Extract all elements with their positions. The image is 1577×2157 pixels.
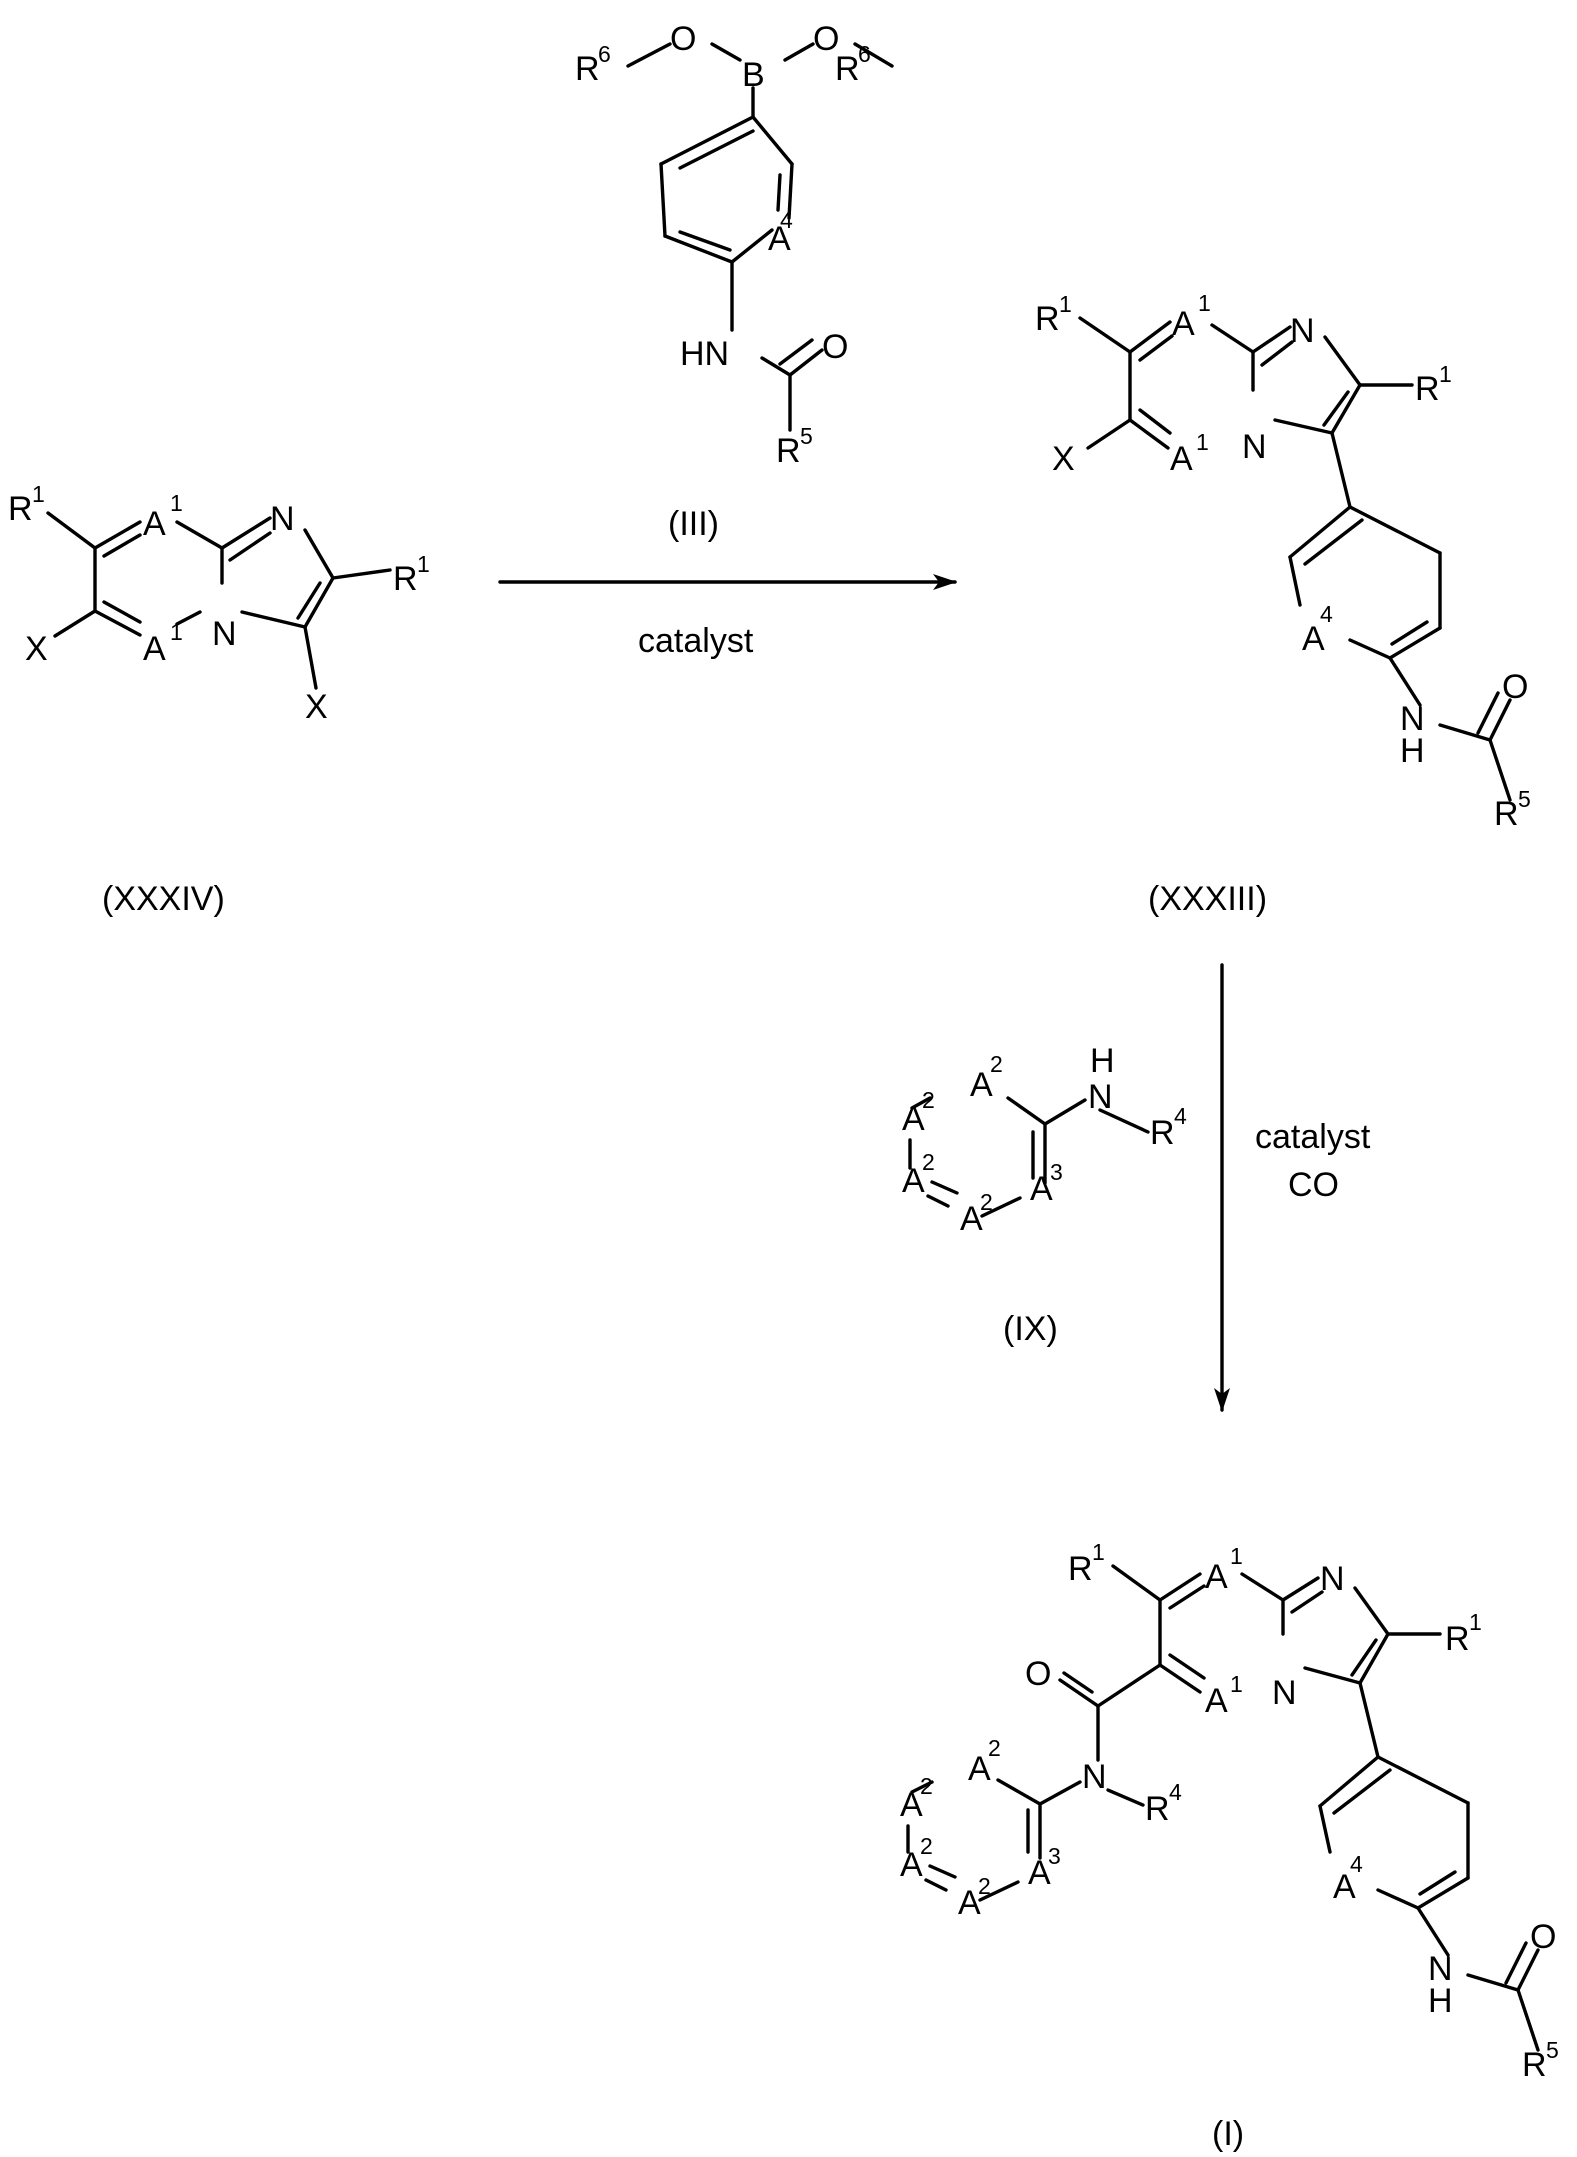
atom-a1-e-top: A	[1205, 1558, 1228, 1596]
sup-a2-e-1: 2	[988, 1735, 1001, 1761]
sup-a1-c-bottom: 1	[1196, 429, 1209, 455]
compound-ix-label: (IX)	[1003, 1310, 1058, 1348]
atom-n-c-bridge: N	[1242, 428, 1267, 466]
atom-b: B	[742, 56, 765, 94]
atom-a1-top: A	[143, 505, 166, 543]
compound-i-label: (I)	[1212, 2115, 1244, 2153]
atom-r1-b: R	[393, 560, 418, 598]
sup-a1-top: 1	[170, 490, 183, 516]
sup-a4-c: 4	[1320, 601, 1333, 627]
arrow-2-condition-catalyst: catalyst	[1255, 1118, 1371, 1156]
sup-r5: 5	[800, 423, 813, 449]
atom-n-e-amide: N	[1082, 1758, 1107, 1796]
atom-n-ix: N	[1088, 1078, 1113, 1116]
sup-a2-e-2: 2	[920, 1773, 933, 1799]
atom-r1-c: R	[1035, 300, 1060, 338]
compound-xxxiii-atoms: R 1 A 1 N R 1 X A 1 N A 4 N H O R 5	[1035, 290, 1531, 833]
atom-r6-left: R	[575, 50, 600, 88]
atom-r1-a: R	[8, 490, 33, 528]
compound-iii-structure	[628, 44, 892, 430]
sup-r1-d: 1	[1439, 361, 1452, 387]
atom-h-c-amide: H	[1400, 732, 1425, 770]
atom-x-c: X	[1052, 440, 1075, 478]
atom-r6-right: R	[835, 50, 860, 88]
sup-r4-ix: 4	[1174, 1103, 1187, 1129]
sup-r6-right: 6	[858, 41, 871, 67]
compound-xxxiii-structure	[1080, 318, 1510, 800]
atom-r5-c: R	[1494, 795, 1519, 833]
atom-r5: R	[776, 432, 801, 470]
compound-xxxiii-label: (XXXIII)	[1148, 880, 1267, 918]
sup-a2-e-4: 2	[978, 1873, 991, 1899]
atom-r4-ix: R	[1150, 1114, 1175, 1152]
atom-n-e-bridge: N	[1272, 1674, 1297, 1712]
sup-r5-e: 5	[1546, 2037, 1559, 2063]
atom-o-left: O	[670, 20, 696, 58]
atom-r1-d: R	[1415, 370, 1440, 408]
sup-r1-a: 1	[32, 481, 45, 507]
sup-a4: 4	[780, 207, 793, 233]
arrow-1-condition: catalyst	[638, 622, 754, 660]
atom-n-imid: N	[270, 500, 295, 538]
compound-iii-label: (III)	[668, 505, 719, 543]
sup-a2-ix-1: 2	[990, 1051, 1003, 1077]
sup-a2-ix-2: 2	[922, 1087, 935, 1113]
atom-x-bottom: X	[305, 688, 328, 726]
atom-a1-e-bottom: A	[1205, 1682, 1228, 1720]
sup-r4-e: 4	[1169, 1779, 1182, 1805]
compound-xxxiv-label: (XXXIV)	[102, 880, 225, 918]
sup-a3-ix: 3	[1050, 1159, 1063, 1185]
atom-a1-bottom: A	[143, 630, 166, 668]
compound-xxxiv-structure	[48, 513, 390, 688]
atom-n-c-imid: N	[1290, 312, 1315, 350]
compound-iii-atoms: R 6 O B O R 6 A 4 HN O R 5	[575, 20, 871, 470]
atom-r1-f: R	[1445, 1620, 1470, 1658]
sup-r6-left: 6	[598, 41, 611, 67]
atom-o-carbonyl: O	[822, 328, 848, 366]
sup-a2-ix-3: 2	[922, 1149, 935, 1175]
sup-a2-e-3: 2	[920, 1833, 933, 1859]
sup-r1-b: 1	[417, 551, 430, 577]
atom-r4-e: R	[1145, 1790, 1170, 1828]
sup-a3-e: 3	[1048, 1843, 1061, 1869]
atom-h-e-anilide: H	[1428, 1982, 1453, 2020]
atom-o-c: O	[1502, 668, 1528, 706]
atom-hn: HN	[680, 335, 729, 373]
sup-a1-e-top: 1	[1230, 1543, 1243, 1569]
atom-o-e-anilide: O	[1530, 1918, 1556, 1956]
sup-r1-c: 1	[1059, 291, 1072, 317]
atom-a1-c-bottom: A	[1170, 440, 1193, 478]
atom-o-e: O	[1025, 1655, 1051, 1693]
atom-r5-e: R	[1522, 2046, 1547, 2084]
sup-a4-e: 4	[1350, 1851, 1363, 1877]
sup-a1-c-top: 1	[1198, 290, 1211, 316]
sup-a2-ix-4: 2	[980, 1189, 993, 1215]
atom-a1-c-top: A	[1172, 305, 1195, 343]
compound-i-atoms: R 1 A 1 N R 1 O A 1 N N R 4 A 2 A 2 A 2 …	[900, 1539, 1559, 2084]
atom-n-e-imid: N	[1320, 1560, 1345, 1598]
atom-x-left: X	[25, 630, 48, 668]
atom-n-bridge: N	[212, 615, 237, 653]
sup-a1-bottom: 1	[170, 619, 183, 645]
sup-r5-c: 5	[1518, 786, 1531, 812]
compound-xxxiv-atoms: R 1 A 1 N R 1 X A 1 N X	[8, 481, 430, 726]
sup-r1-e: 1	[1092, 1539, 1105, 1565]
atom-r1-e: R	[1068, 1550, 1093, 1588]
sup-r1-f: 1	[1469, 1609, 1482, 1635]
atom-h-ix: H	[1090, 1042, 1115, 1080]
arrow-2-condition-co: CO	[1288, 1166, 1339, 1204]
sup-a1-e-bottom: 1	[1230, 1671, 1243, 1697]
